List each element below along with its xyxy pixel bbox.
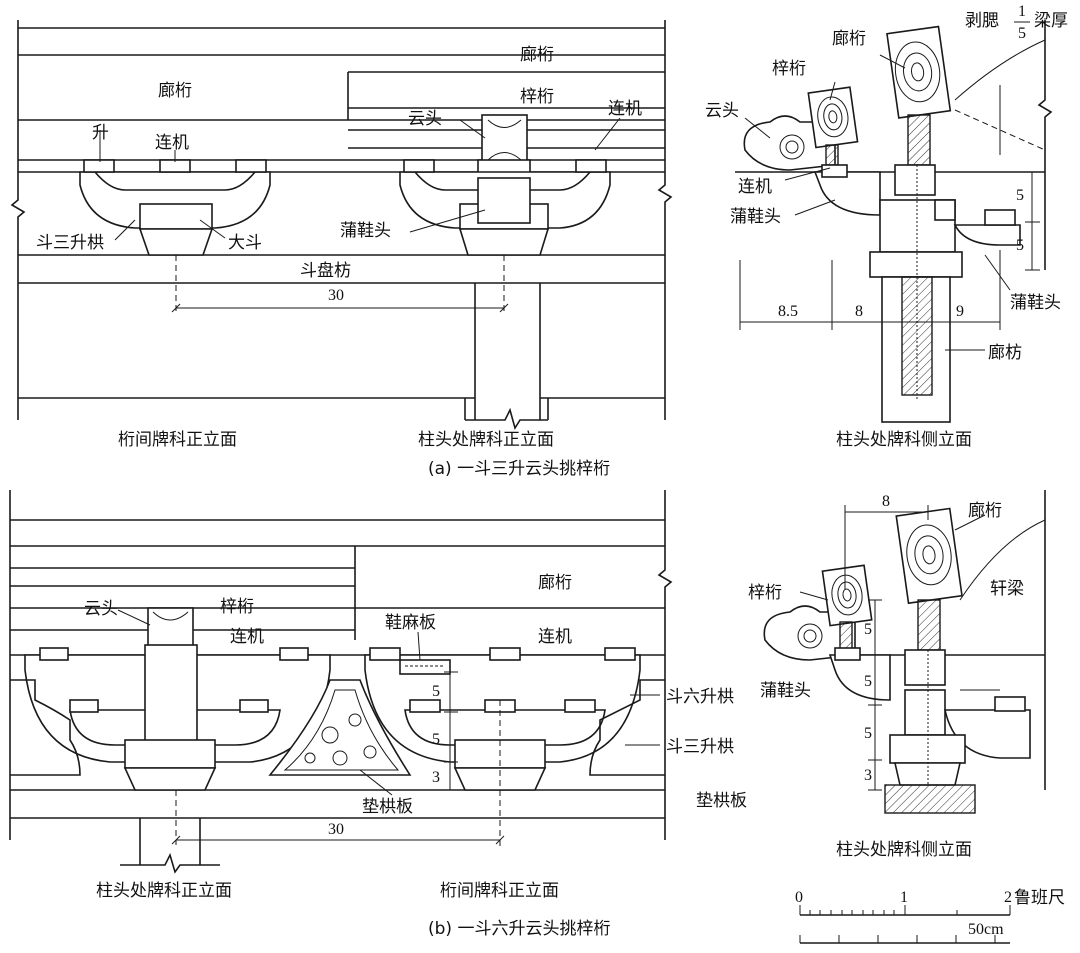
scale-tick-1: 1 [900,889,908,906]
dim-b-vert-5b: 5 [432,731,440,748]
elevation-b-side [763,490,1046,814]
dim-b-vert-5a: 5 [432,683,440,700]
label-langheng-a-mid: 廊桁 [520,45,554,65]
label-ziheng-a-side: 梓桁 [772,59,806,79]
label-ziheng-b-left: 梓桁 [220,597,254,617]
label-langheng-a-side: 廊桁 [832,29,866,49]
dim-b-side-3: 3 [864,767,872,784]
label-xiemaban-b: 鞋麻板 [385,613,436,633]
caption-a-title: (a) 一斗三升云头挑梓桁 [428,459,610,479]
label-lianji-b-left: 连机 [230,627,264,647]
elevation-b-front [9,490,673,874]
label-dou-pan-fang-a: 斗盘枋 [300,261,351,281]
dim-a-side-85: 8.5 [778,303,798,320]
label-lianghou: 梁厚 [1034,11,1068,31]
dim-b-side-5b: 5 [864,673,872,690]
label-lianji-a-mid: 连机 [608,99,642,119]
label-puxietou-b-side: 蒲鞋头 [760,681,811,701]
dim-a-span: 30 [328,287,344,304]
label-bofei: 剥腮 [965,11,999,31]
label-diangongban-b-right: 垫栱板 [696,791,747,811]
elevation-a-front [10,20,673,430]
label-dou-san-sheng-gong-b: 斗三升栱 [666,737,734,757]
dim-b-vert-3: 3 [432,769,440,786]
label-yuntou-a-side: 云头 [705,101,739,121]
label-lianji-b-mid: 连机 [538,627,572,647]
label-dou-liu-sheng-gong-b: 斗六升栱 [666,687,734,707]
scale-bar [799,905,1011,944]
dim-a-side-9: 9 [956,303,964,320]
scale-tick-2: 2 [1004,889,1012,906]
label-da-dou-a: 大斗 [228,233,262,253]
label-ziheng-a-mid: 梓桁 [520,87,554,107]
dim-a-side-5a: 5 [1016,187,1024,204]
label-puxietou-a-side2: 蒲鞋头 [1010,293,1061,313]
label-sheng-a: 升 [92,123,109,143]
caption-a-mid: 柱头处牌科正立面 [418,430,554,450]
label-yuntou-a-mid: 云头 [408,109,442,129]
label-puxietou-a-mid: 蒲鞋头 [340,221,391,241]
caption-a-right: 柱头处牌科侧立面 [836,430,972,450]
caption-b-title: (b) 一斗六升云头挑梓桁 [428,919,610,939]
dim-b-side-5c: 5 [864,725,872,742]
label-ziheng-b-side: 梓桁 [748,583,782,603]
dim-a-side-8: 8 [855,303,863,320]
label-lianji-a-left: 连机 [155,133,189,153]
scale-tick-0: 0 [795,889,803,906]
label-puxietou-a-side1: 蒲鞋头 [730,207,781,227]
label-diangongban-b: 垫栱板 [362,797,413,817]
label-langfang-a: 廊枋 [988,343,1022,363]
dim-a-side-5b: 5 [1016,237,1024,254]
caption-b-mid: 桁间牌科正立面 [440,881,559,901]
caption-b-right: 柱头处牌科侧立面 [836,840,972,860]
label-bofei-num: 1 [1018,3,1026,20]
caption-b-left: 柱头处牌科正立面 [96,881,232,901]
scale-unit-top: 鲁班尺 [1014,888,1065,908]
label-yuntou-b-left: 云头 [84,599,118,619]
elevation-a-side [735,20,1053,423]
label-langheng-a-left: 廊桁 [158,81,192,101]
dim-b-span: 30 [328,821,344,838]
label-bofei-den: 5 [1018,25,1026,42]
dim-b-side-5a: 5 [864,621,872,638]
dim-b-side-8: 8 [882,493,890,510]
label-langheng-b-side: 廊桁 [968,501,1002,521]
scale-unit-bottom: 50cm [968,921,1004,938]
caption-a-left: 桁间牌科正立面 [118,430,237,450]
label-langheng-b-mid: 廊桁 [538,573,572,593]
label-dou-san-sheng-gong-a: 斗三升栱 [36,233,104,253]
label-lianji-a-side: 连机 [738,177,772,197]
label-xuanliang-b: 轩梁 [990,579,1024,599]
